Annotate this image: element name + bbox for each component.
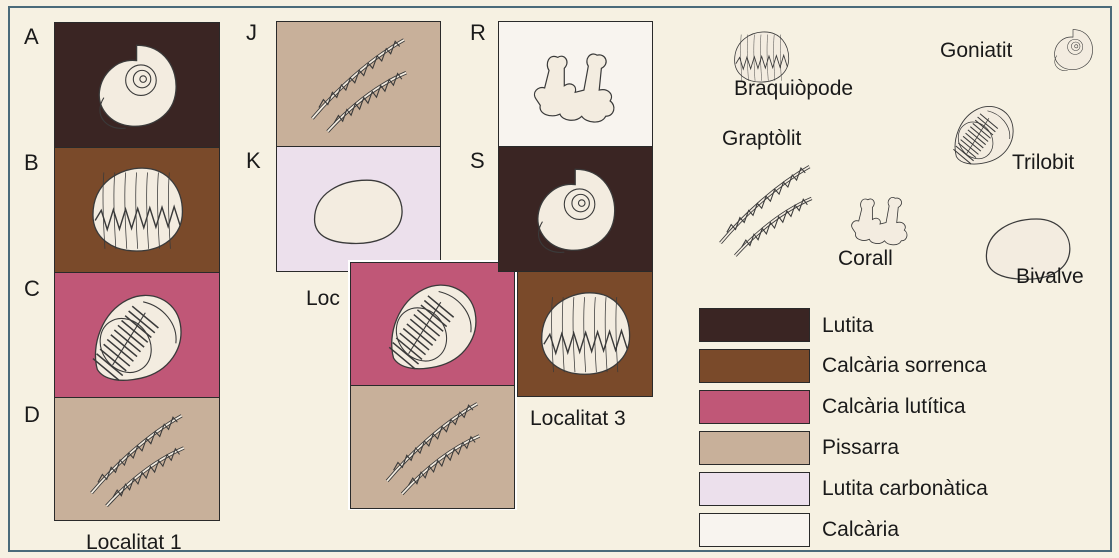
graptolit-icon xyxy=(367,393,497,500)
braquiopode-icon xyxy=(71,155,202,264)
legend-swatch-calcaria-lutitica xyxy=(699,390,810,424)
graptolit-drawing xyxy=(293,29,423,138)
fossil-label-graptolit: Graptòlit xyxy=(722,128,801,149)
corall-drawing xyxy=(842,180,918,256)
goniatit-icon xyxy=(1046,22,1100,76)
row-letter-r: R xyxy=(470,22,486,44)
goniatit-icon xyxy=(514,154,636,263)
graptolit-drawing xyxy=(367,393,497,500)
graptolit-drawing xyxy=(712,156,818,262)
fossil-label-corall: Corall xyxy=(838,248,893,269)
column-caption-localitat-2: Loc xyxy=(306,288,340,309)
layer-a-lutita xyxy=(54,22,220,148)
overlay-layer-calcaria-lutitica xyxy=(350,262,515,386)
row-letter-b: B xyxy=(24,152,39,174)
graptolit-icon xyxy=(293,29,423,138)
trilobit-icon xyxy=(367,270,497,377)
layer-d-pissarra xyxy=(54,397,220,521)
goniatit-drawing xyxy=(1046,22,1100,76)
fossil-label-bivalve: Bivalve xyxy=(1016,266,1084,287)
braquiopode-drawing xyxy=(71,155,202,264)
fossil-label-goniatit: Goniatit xyxy=(940,40,1012,61)
layer-s-lutita xyxy=(498,146,653,272)
corall-icon xyxy=(514,29,636,138)
legend-label-pissarra: Pissarra xyxy=(822,437,899,458)
row-letter-c: C xyxy=(24,278,40,300)
bivalve-icon xyxy=(976,194,1080,258)
bivalve-drawing xyxy=(293,154,423,263)
legend-swatch-lutita xyxy=(699,308,810,342)
trilobit-drawing xyxy=(946,96,1020,170)
legend-label-calcaria-lutitica: Calcària lutítica xyxy=(822,396,966,417)
legend-swatch-pissarra xyxy=(699,431,810,465)
legend-swatch-calcaria-sorrenca xyxy=(699,349,810,383)
braquiopode-icon xyxy=(728,24,794,70)
legend-label-calcaria: Calcària xyxy=(822,519,899,540)
legend-label-lutita-carbonatica: Lutita carbonàtica xyxy=(822,478,988,499)
graptolit-icon xyxy=(71,405,202,512)
bivalve-icon xyxy=(293,154,423,263)
goniatit-drawing xyxy=(514,154,636,263)
trilobit-icon xyxy=(71,280,202,389)
legend-swatch-lutita-carbonatica xyxy=(699,472,810,506)
graptolit-icon xyxy=(712,156,818,204)
trilobit-drawing xyxy=(71,280,202,389)
layer-r-calcaria xyxy=(498,21,653,147)
fossil-label-braquiopode: Braquiòpode xyxy=(734,78,853,99)
layer-k-lutita-carbonatica xyxy=(276,146,441,272)
trilobit-drawing xyxy=(367,270,497,377)
goniatit-icon xyxy=(71,30,202,139)
braquiopode-icon xyxy=(531,279,638,388)
column-caption-localitat-1: Localitat 1 xyxy=(86,532,182,553)
goniatit-drawing xyxy=(71,30,202,139)
fossil-label-trilobit: Trilobit xyxy=(1012,152,1074,173)
corall-icon xyxy=(842,180,918,242)
row-letter-a: A xyxy=(24,26,39,48)
row-letter-s: S xyxy=(470,150,485,172)
column-caption-localitat-3: Localitat 3 xyxy=(530,408,626,429)
layer-c-calcaria-lutitica xyxy=(54,272,220,398)
braquiopode-drawing xyxy=(531,279,638,388)
corall-drawing xyxy=(514,29,636,138)
layer-j-pissarra xyxy=(276,21,441,147)
trilobit-icon xyxy=(946,96,1020,156)
row-letter-d: D xyxy=(24,404,40,426)
legend-label-calcaria-sorrenca: Calcària sorrenca xyxy=(822,355,987,376)
graptolit-drawing xyxy=(71,405,202,512)
layer-b-calcaria-sorrenca xyxy=(54,147,220,273)
legend-swatch-calcaria xyxy=(699,513,810,547)
overlay-layer-pissarra xyxy=(350,385,515,509)
row-letter-j: J xyxy=(246,22,257,44)
row-letter-k: K xyxy=(246,150,261,172)
layer-3-calcaria-sorrenca xyxy=(517,271,653,397)
legend-label-lutita: Lutita xyxy=(822,315,873,336)
